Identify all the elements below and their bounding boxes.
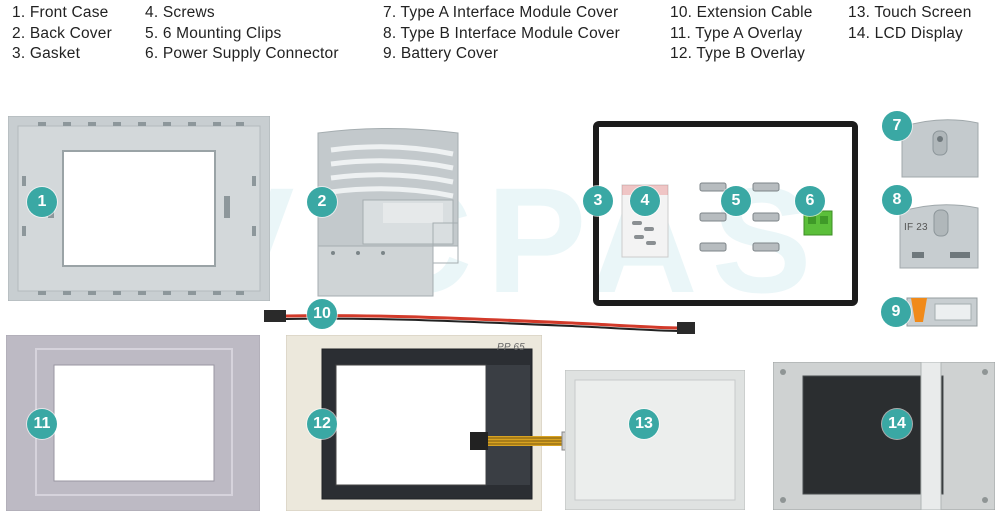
badge-10: 10 bbox=[307, 299, 337, 329]
badge-7: 7 bbox=[882, 111, 912, 141]
legend-item-battery-cover: 9. Battery Cover bbox=[383, 45, 499, 62]
legend-item-power-supply-connector: 6. Power Supply Connector bbox=[145, 45, 339, 62]
badge-1: 1 bbox=[27, 187, 57, 217]
legend-item-gasket: 3. Gasket bbox=[12, 45, 81, 62]
touch-screen-image bbox=[565, 370, 745, 510]
legend-item-type-a-interface-cover: 7. Type A Interface Module Cover bbox=[383, 4, 619, 21]
legend-item-extension-cable: 10. Extension Cable bbox=[670, 4, 813, 21]
badge-9: 9 bbox=[881, 297, 911, 327]
badge-3: 3 bbox=[583, 186, 613, 216]
type-b-interface-cover-image bbox=[898, 202, 980, 270]
legend-item-screws: 4. Screws bbox=[145, 4, 215, 21]
legend-item-back-cover: 2. Back Cover bbox=[12, 25, 112, 42]
legend-item-mounting-clips: 5. 6 Mounting Clips bbox=[145, 25, 282, 42]
battery-cover-image bbox=[905, 294, 980, 330]
overlay-brand-label: PP 65 bbox=[497, 342, 525, 353]
type-b-overlay-image bbox=[286, 335, 542, 511]
legend-item-lcd-display: 14. LCD Display bbox=[848, 25, 963, 42]
badge-2: 2 bbox=[307, 187, 337, 217]
badge-14: 14 bbox=[882, 409, 912, 439]
legend-item-type-b-overlay: 12. Type B Overlay bbox=[670, 45, 806, 62]
badge-6: 6 bbox=[795, 186, 825, 216]
legend-item-type-a-overlay: 11. Type A Overlay bbox=[670, 25, 803, 42]
type-a-interface-cover-image bbox=[900, 117, 980, 179]
badge-4: 4 bbox=[630, 186, 660, 216]
parts-legend: 1. Front Case 2. Back Cover 3. Gasket 4.… bbox=[0, 0, 1000, 70]
badge-12: 12 bbox=[307, 409, 337, 439]
badge-8: 8 bbox=[882, 185, 912, 215]
lcd-display-image bbox=[773, 362, 995, 510]
badge-11: 11 bbox=[27, 409, 57, 439]
mounting-clips-image bbox=[695, 180, 790, 260]
badge-13: 13 bbox=[629, 409, 659, 439]
badge-5: 5 bbox=[721, 186, 751, 216]
module-label: IF 23 bbox=[904, 222, 928, 233]
extension-cable-image bbox=[262, 300, 702, 340]
legend-item-type-b-interface-cover: 8. Type B Interface Module Cover bbox=[383, 25, 621, 42]
back-cover-image bbox=[313, 128, 463, 300]
front-case-image bbox=[8, 116, 270, 301]
legend-item-front-case: 1. Front Case bbox=[12, 4, 109, 21]
legend-item-touch-screen: 13. Touch Screen bbox=[848, 4, 972, 21]
